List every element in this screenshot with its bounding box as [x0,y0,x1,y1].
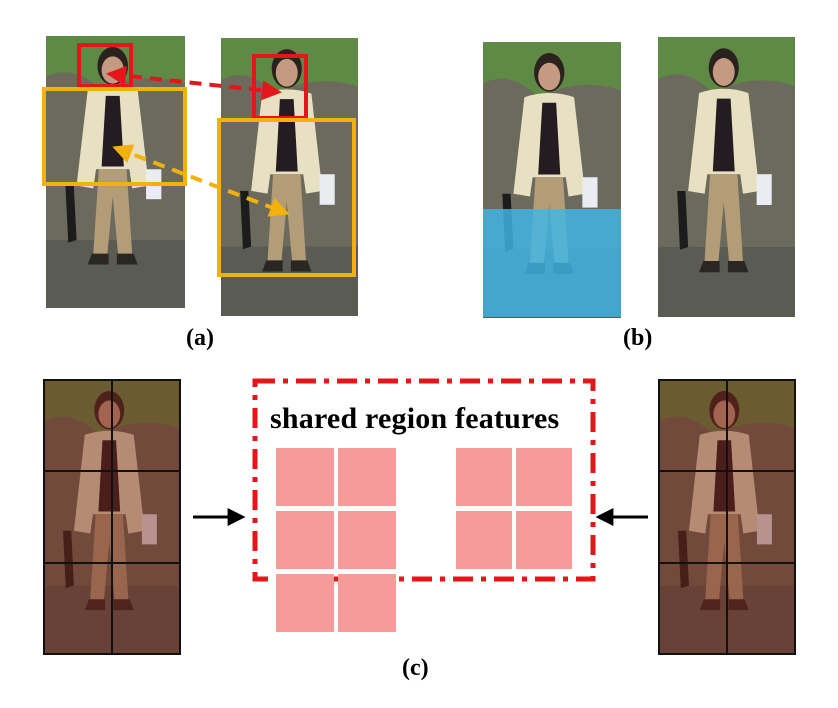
panel-label-a: (a) [186,325,214,351]
region-tiles-right [456,448,572,569]
person-image-c1 [43,379,181,655]
region-tile [276,511,334,569]
occlusion-overlay [483,209,621,317]
head-correspondence-arrow [106,65,282,101]
region-tiles-left [276,448,396,632]
head-box-a1 [77,43,133,88]
panel-a [42,36,358,316]
region-tile [338,511,396,569]
person-image-c2 [658,379,796,655]
region-tile [338,448,396,506]
shared-region-title: shared region features [270,402,560,435]
panel-label-b: (b) [623,325,653,351]
panel-b [483,37,795,318]
region-tile [276,448,334,506]
region-tile [516,448,572,506]
shared-region-frame [252,378,596,582]
region-tile [276,574,334,632]
region-tile [456,448,512,506]
body-correspondence-arrow [112,144,290,217]
region-tile [338,574,396,632]
panel-c [43,378,796,655]
region-tile [456,511,512,569]
region-tile [516,511,572,569]
panel-label-c: (c) [402,655,429,681]
person-image-a1 [46,36,185,308]
person-image-b2 [658,37,795,317]
